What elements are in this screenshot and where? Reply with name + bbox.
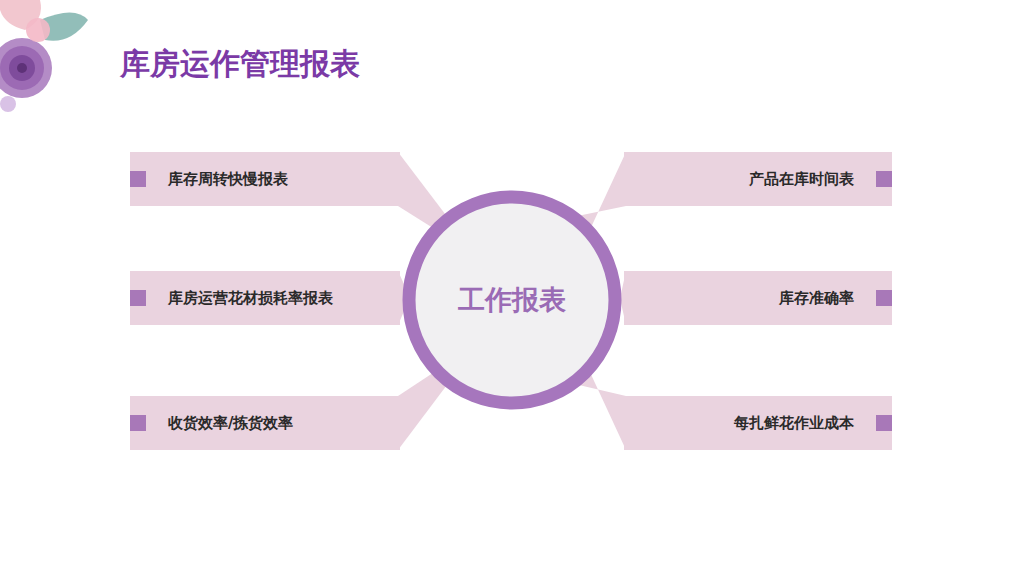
wedge-connector bbox=[577, 372, 626, 450]
report-band: 库房运营花材损耗率报表 bbox=[130, 271, 400, 325]
bullet-square bbox=[876, 290, 892, 306]
page-title: 库房运作管理报表 bbox=[120, 44, 360, 85]
report-band: 库存周转快慢报表 bbox=[130, 152, 400, 206]
wedge-connector bbox=[398, 152, 447, 228]
report-label: 产品在库时间表 bbox=[749, 170, 854, 189]
report-label: 每扎鲜花作业成本 bbox=[734, 414, 854, 433]
center-circle: 工作报表 bbox=[402, 190, 622, 410]
bullet-square bbox=[876, 415, 892, 431]
bullet-square bbox=[130, 415, 146, 431]
report-band: 每扎鲜花作业成本 bbox=[624, 396, 892, 450]
report-label: 库存周转快慢报表 bbox=[168, 170, 288, 189]
report-band: 产品在库时间表 bbox=[624, 152, 892, 206]
report-band: 收货效率/拣货效率 bbox=[130, 396, 400, 450]
bullet-square bbox=[130, 290, 146, 306]
report-label: 库存准确率 bbox=[779, 289, 854, 308]
report-label: 库房运营花材损耗率报表 bbox=[168, 289, 333, 308]
wedge-connector bbox=[577, 152, 626, 228]
bullet-square bbox=[130, 171, 146, 187]
report-label: 收货效率/拣货效率 bbox=[168, 414, 293, 433]
bullet-square bbox=[876, 171, 892, 187]
wedge-connector bbox=[398, 372, 447, 450]
center-label: 工作报表 bbox=[458, 282, 566, 318]
flower bbox=[0, 0, 88, 112]
report-band: 库存准确率 bbox=[624, 271, 892, 325]
